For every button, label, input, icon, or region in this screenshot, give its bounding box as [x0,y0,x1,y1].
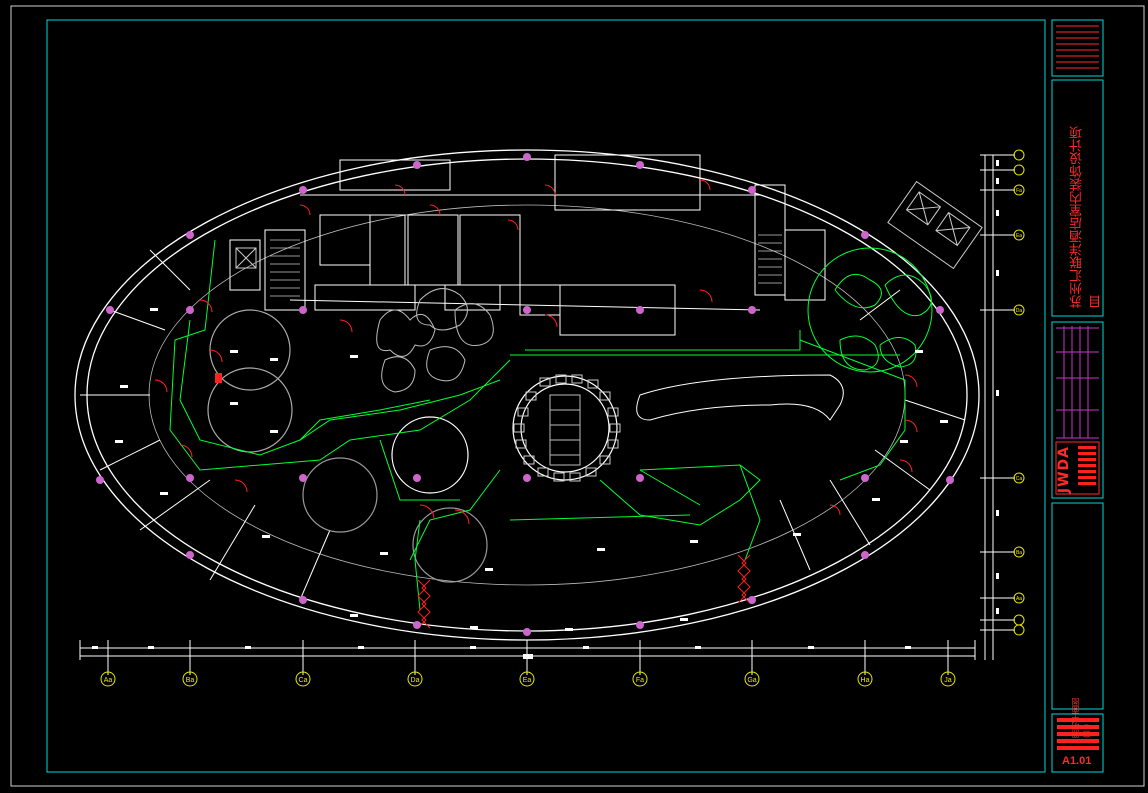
grid-label-row: Ea [1016,233,1022,239]
central-table [549,394,581,466]
grid-label-row: Da [1016,308,1023,314]
horizontal-dimension-ticks [92,646,911,659]
grid-label-col: Da [411,677,420,684]
title-block [1051,19,1104,773]
column-bubble-labels: Aa Ba Ca Da Ea Fa Ga Ha Ja [104,677,952,684]
grid-label-col: Ha [861,677,870,684]
elevators [235,247,257,269]
grid-label-row: Fa [1016,188,1022,194]
vertical-dimension-line [980,154,1015,660]
ceiling-lights [115,308,948,631]
logo-box [1055,441,1100,495]
grid-label-col: Fa [636,677,644,684]
drum-chairs [513,374,621,482]
structural-columns [96,153,954,636]
grid-label-row: Ba [1016,550,1022,556]
grid-label-col: Ga [747,677,756,684]
row-bubble-labels: Fa Ea Da Ca Ba Aa [1016,188,1023,602]
company-logo: JWDA [1056,446,1072,494]
central-pods [207,309,618,583]
sheet-inner-frame [46,19,1046,773]
sheet-name: 照明平面图(一) [1071,698,1091,738]
sheet-number: A1.01 [1062,755,1092,767]
curved-bar [636,374,844,421]
elevator-tower [887,180,983,270]
signoff-grid [1056,326,1099,439]
green-garden [807,247,933,373]
revision-table [1056,25,1099,69]
lighting-circuits [169,239,906,611]
service-core [229,154,826,336]
logo-bars [1078,446,1096,485]
grid-label-row: Aa [1016,596,1022,602]
grid-label-col: Ja [944,677,952,684]
stair-left [270,239,300,297]
lounge-blobs [376,288,494,393]
column-bubbles [100,671,956,687]
grid-label-col: Aa [104,677,113,684]
grid-label-col: Ba [186,677,195,684]
stair-right [758,234,782,284]
sheet-outer-border [10,5,1145,787]
sheet-number-box-bars [1057,718,1099,750]
red-fixture-block [215,373,222,383]
door-swings [154,179,918,525]
grid-label-row: Ca [1016,476,1023,482]
grid-label-col: Ca [299,677,308,684]
row-bubbles [1013,149,1025,636]
grid-label-col: Ea [523,677,532,684]
perimeter-partitions [80,249,966,601]
vertical-dimension-ticks [996,160,999,614]
project-title: 苏州汇联洋酒店室内装饰设计项目 [1070,126,1104,308]
zigzag-bridges [417,554,751,629]
